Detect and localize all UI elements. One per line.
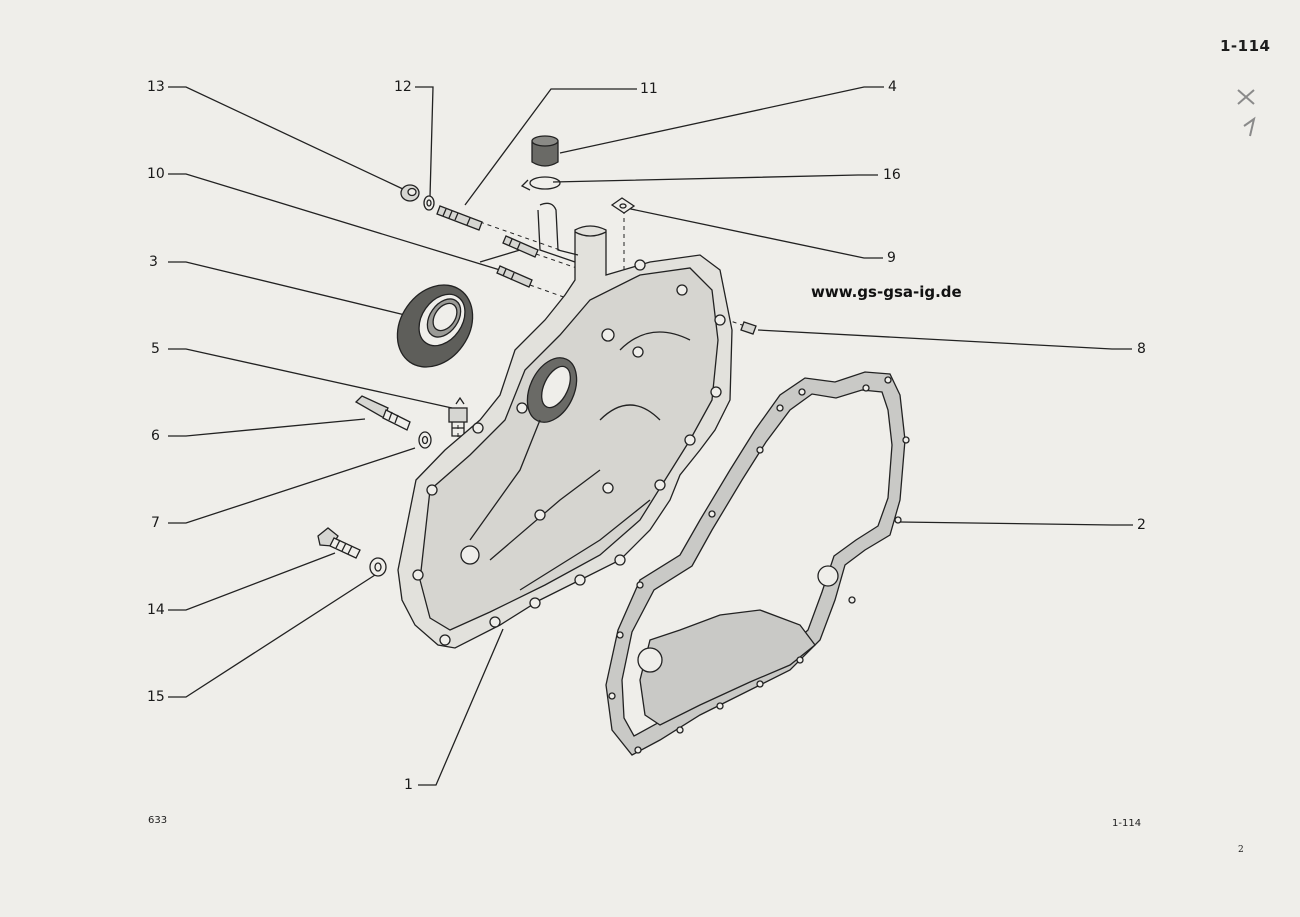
part-2-gasket [605,371,910,756]
callout-label: 13 [147,79,165,95]
leader-lines [168,86,1133,786]
part-10-studs [496,235,539,288]
callout-label: 6 [151,428,160,444]
callout-label: 3 [149,254,158,270]
callout-label: 12 [394,79,412,95]
callout-label: 9 [887,250,896,266]
part-11-stud [436,205,483,231]
callout-label: 8 [1137,341,1146,357]
part-14-bolt [317,527,361,559]
callout-label: 14 [147,602,165,618]
part-16-hose-clamp [520,176,561,191]
part-13-nut [400,184,420,202]
part-1-timing-cover [397,202,733,649]
callout-label: 5 [151,341,160,357]
callout-label: 7 [151,515,160,531]
part-6-temperature-sensor [354,395,411,431]
footer-code-right: 1-114 [1112,818,1142,829]
part-4-hose [531,135,559,167]
part-7-washer [418,431,432,449]
callout-label: 4 [888,79,897,95]
footer-code-left: 633 [148,815,168,826]
callout-label: 16 [883,167,901,183]
part-12-washer [423,195,435,211]
part-3-oil-seal [396,284,474,368]
part-15-washer [369,557,387,577]
website-watermark[interactable]: www.gs-gsa-ig.de [811,283,962,301]
part-8-dowel [740,321,757,335]
callout-label: 11 [640,81,658,97]
page-number: 1-114 [1220,37,1271,55]
callout-label: 2 [1137,517,1146,533]
pencil-annotation-icon [1237,89,1256,137]
footer-sheet-number: 2 [1238,845,1244,855]
callout-label: 1 [404,777,413,793]
callout-label: 15 [147,689,165,705]
part-9-washer [610,197,636,214]
callout-label: 10 [147,166,165,182]
part-5-oil-pressure-switch [448,396,468,437]
